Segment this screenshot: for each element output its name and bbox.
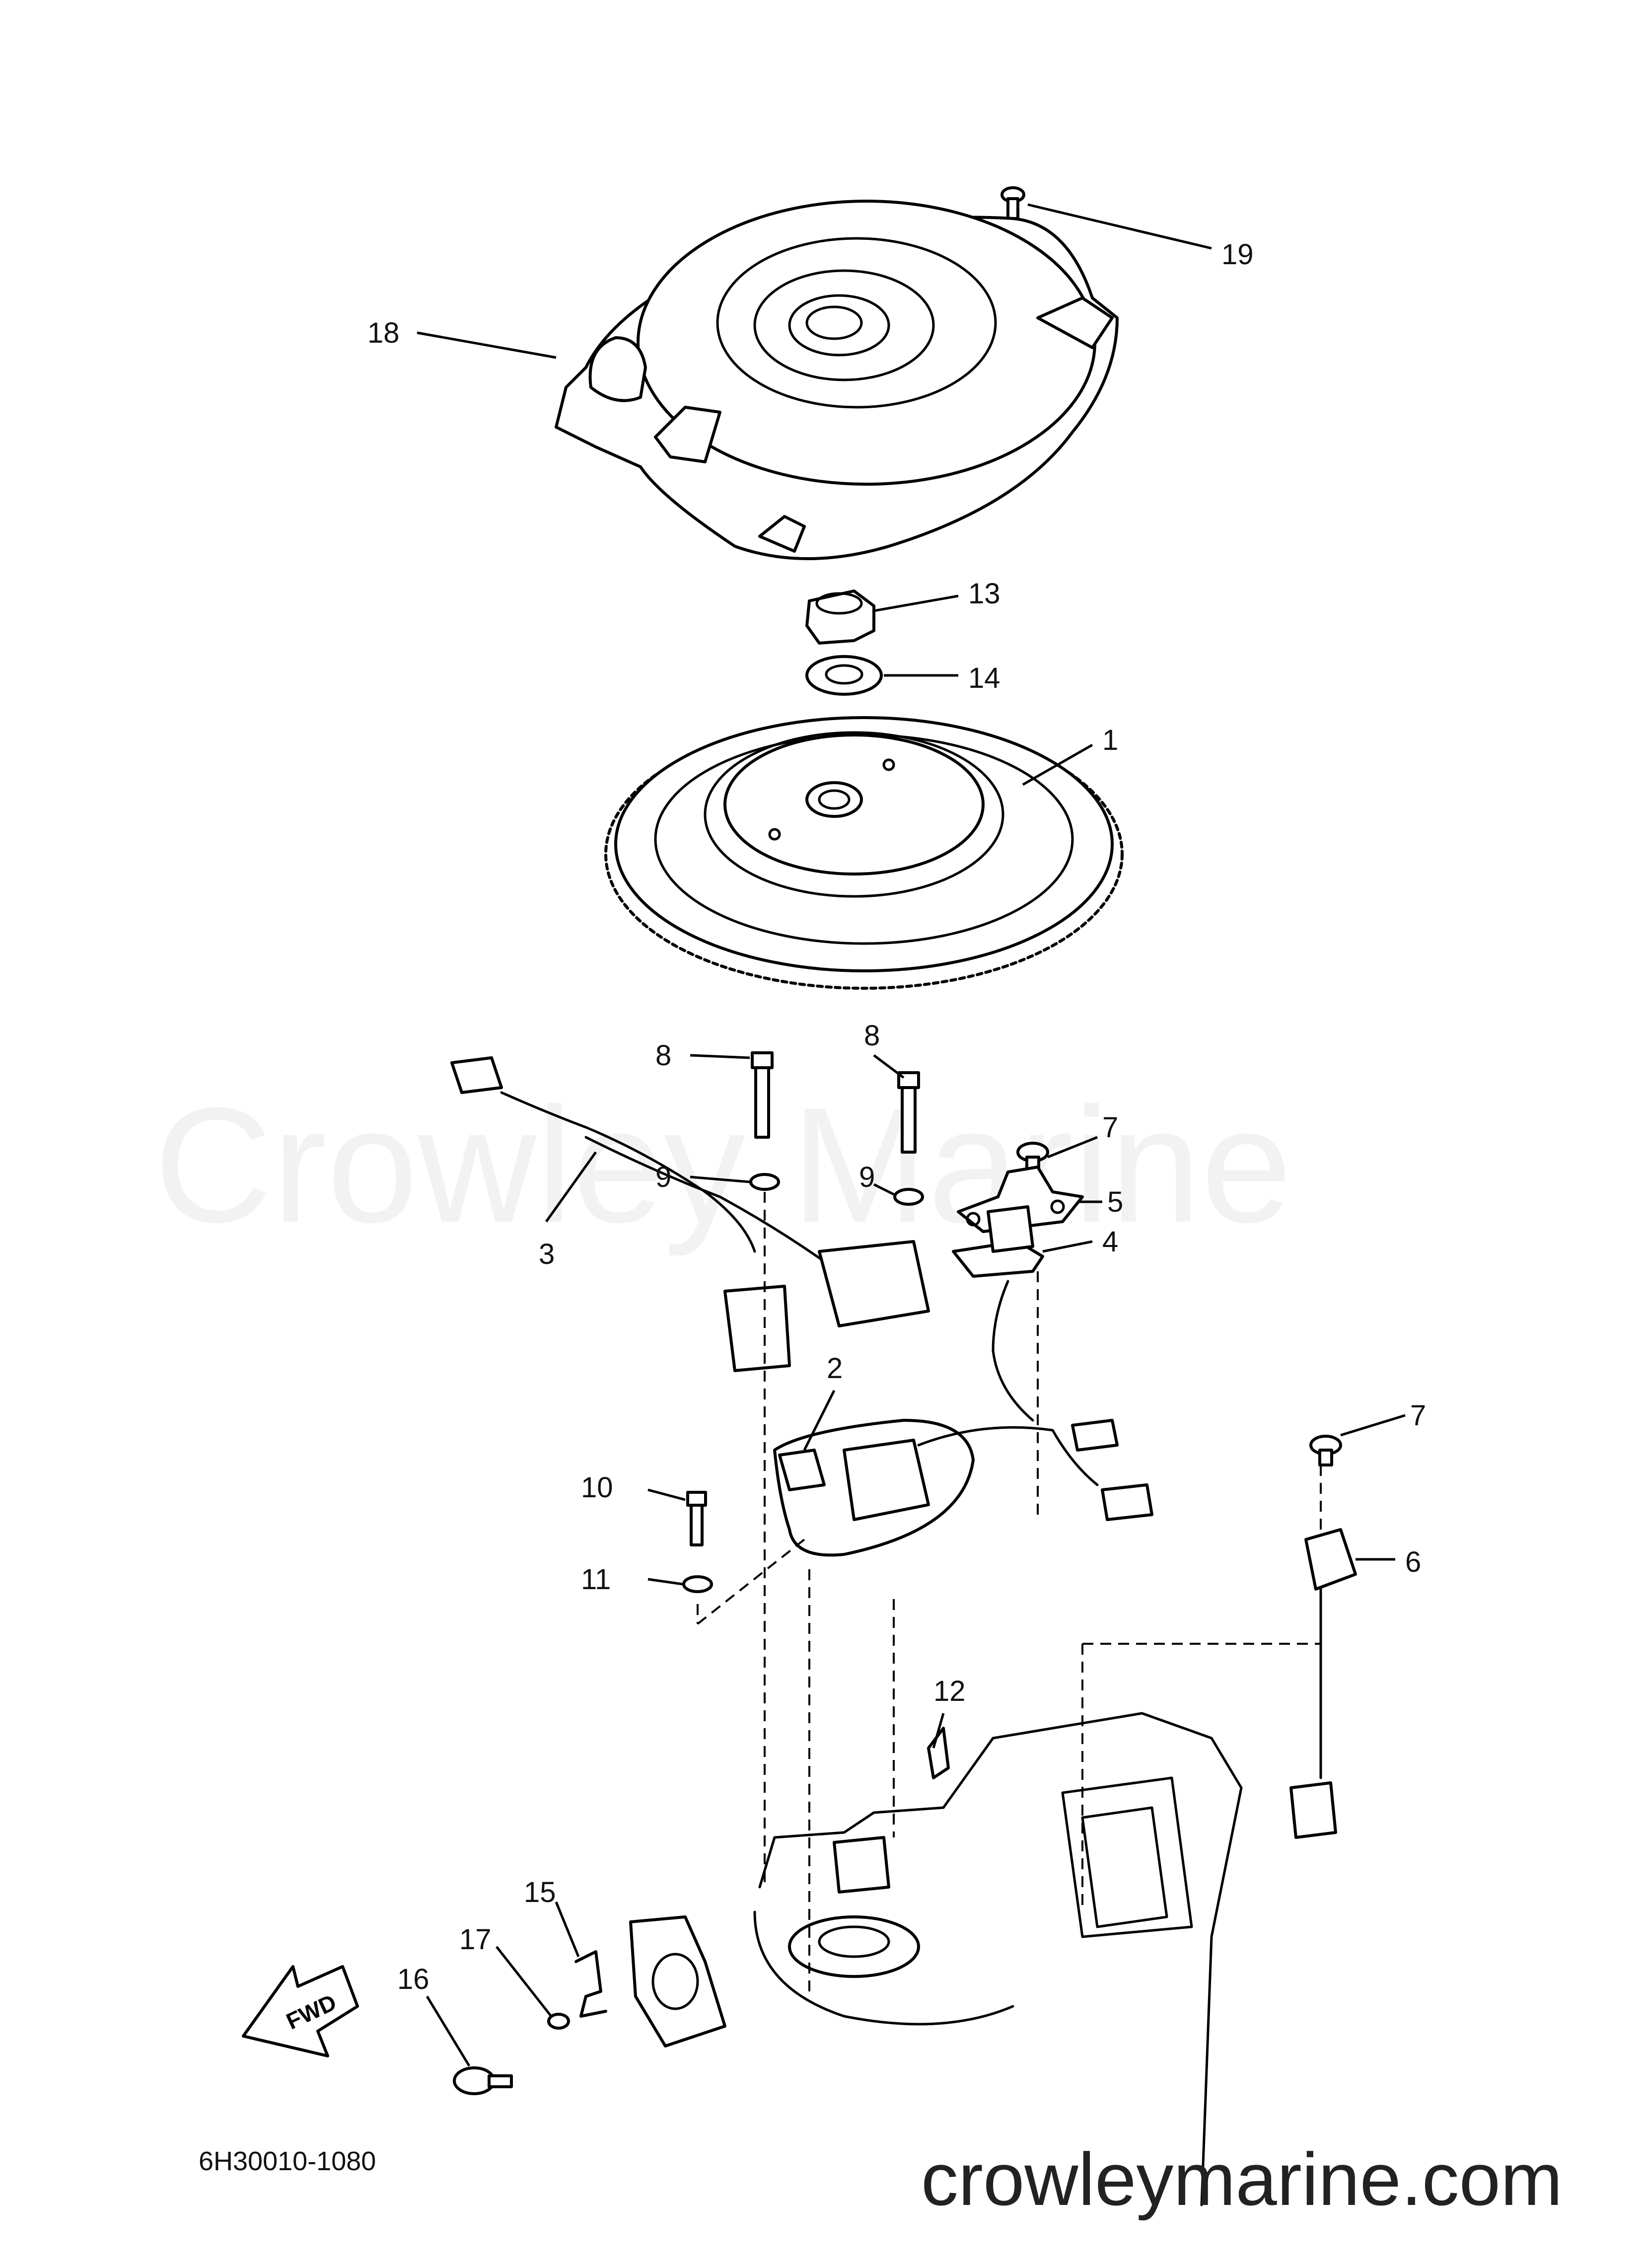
part-10-bolt bbox=[686, 1491, 707, 1546]
callout-16: 16 bbox=[397, 1963, 429, 1995]
watermark-text: Crowley Marine bbox=[154, 1073, 1292, 1257]
part-18-flywheel-cover bbox=[555, 200, 1119, 560]
fwd-arrow-icon: FWD bbox=[242, 1965, 359, 2057]
callout-9-right: 9 bbox=[859, 1161, 875, 1193]
part-12-key bbox=[927, 1727, 950, 1779]
callout-19: 19 bbox=[1221, 238, 1254, 271]
callout-12: 12 bbox=[933, 1675, 966, 1707]
callout-8-right: 8 bbox=[864, 1020, 880, 1052]
callout-13: 13 bbox=[968, 578, 1000, 610]
callout-3: 3 bbox=[539, 1238, 555, 1270]
callout-15: 15 bbox=[524, 1876, 556, 1908]
callout-7-upper: 7 bbox=[1102, 1111, 1118, 1144]
engine-block bbox=[629, 1712, 1243, 2206]
part-16-screw bbox=[453, 2066, 513, 2095]
callout-8-left: 8 bbox=[655, 1039, 671, 1072]
part-17-washer bbox=[547, 2013, 570, 2030]
leader-lines bbox=[417, 203, 1406, 2067]
part-11-washer bbox=[682, 1575, 713, 1593]
part-9-washer-right bbox=[893, 1188, 924, 1206]
part-7-screw-lower bbox=[1309, 1435, 1342, 1466]
callout-18: 18 bbox=[367, 317, 400, 349]
alignment-lines bbox=[697, 1192, 1322, 1996]
part-1-flywheel bbox=[604, 716, 1124, 990]
part-14-washer bbox=[805, 655, 883, 696]
callout-5: 5 bbox=[1107, 1186, 1123, 1218]
part-13-nut bbox=[805, 589, 875, 645]
callout-10: 10 bbox=[581, 1471, 613, 1504]
footer-url: crowleymarine.com bbox=[921, 2137, 1563, 2221]
part-15-clip bbox=[574, 1950, 607, 2018]
part-3-wire-harness bbox=[450, 1056, 930, 1372]
part-2-charge-coil bbox=[773, 1419, 1153, 1557]
callout-17: 17 bbox=[459, 1923, 492, 1956]
callout-1: 1 bbox=[1102, 724, 1118, 756]
callout-4: 4 bbox=[1102, 1226, 1118, 1258]
part-4-pulser-coil bbox=[952, 1205, 1119, 1452]
part-6-sensor bbox=[1289, 1528, 1357, 1839]
callout-7-lower: 7 bbox=[1410, 1399, 1426, 1432]
part-8-bolt-right bbox=[897, 1071, 920, 1154]
callout-numbers: 19 18 13 14 1 8 8 9 9 7 5 4 3 2 7 10 6 1… bbox=[367, 238, 1426, 1995]
callout-11: 11 bbox=[581, 1563, 611, 1596]
part-19-screw bbox=[1000, 186, 1025, 220]
callout-2: 2 bbox=[827, 1352, 843, 1385]
diagram-code: 6H30010-1080 bbox=[199, 2146, 376, 2176]
part-8-bolt-left bbox=[751, 1051, 774, 1139]
callout-9-left: 9 bbox=[655, 1161, 671, 1193]
part-9-washer-left bbox=[749, 1173, 780, 1191]
callout-6: 6 bbox=[1405, 1546, 1421, 1578]
callout-14: 14 bbox=[968, 662, 1000, 694]
